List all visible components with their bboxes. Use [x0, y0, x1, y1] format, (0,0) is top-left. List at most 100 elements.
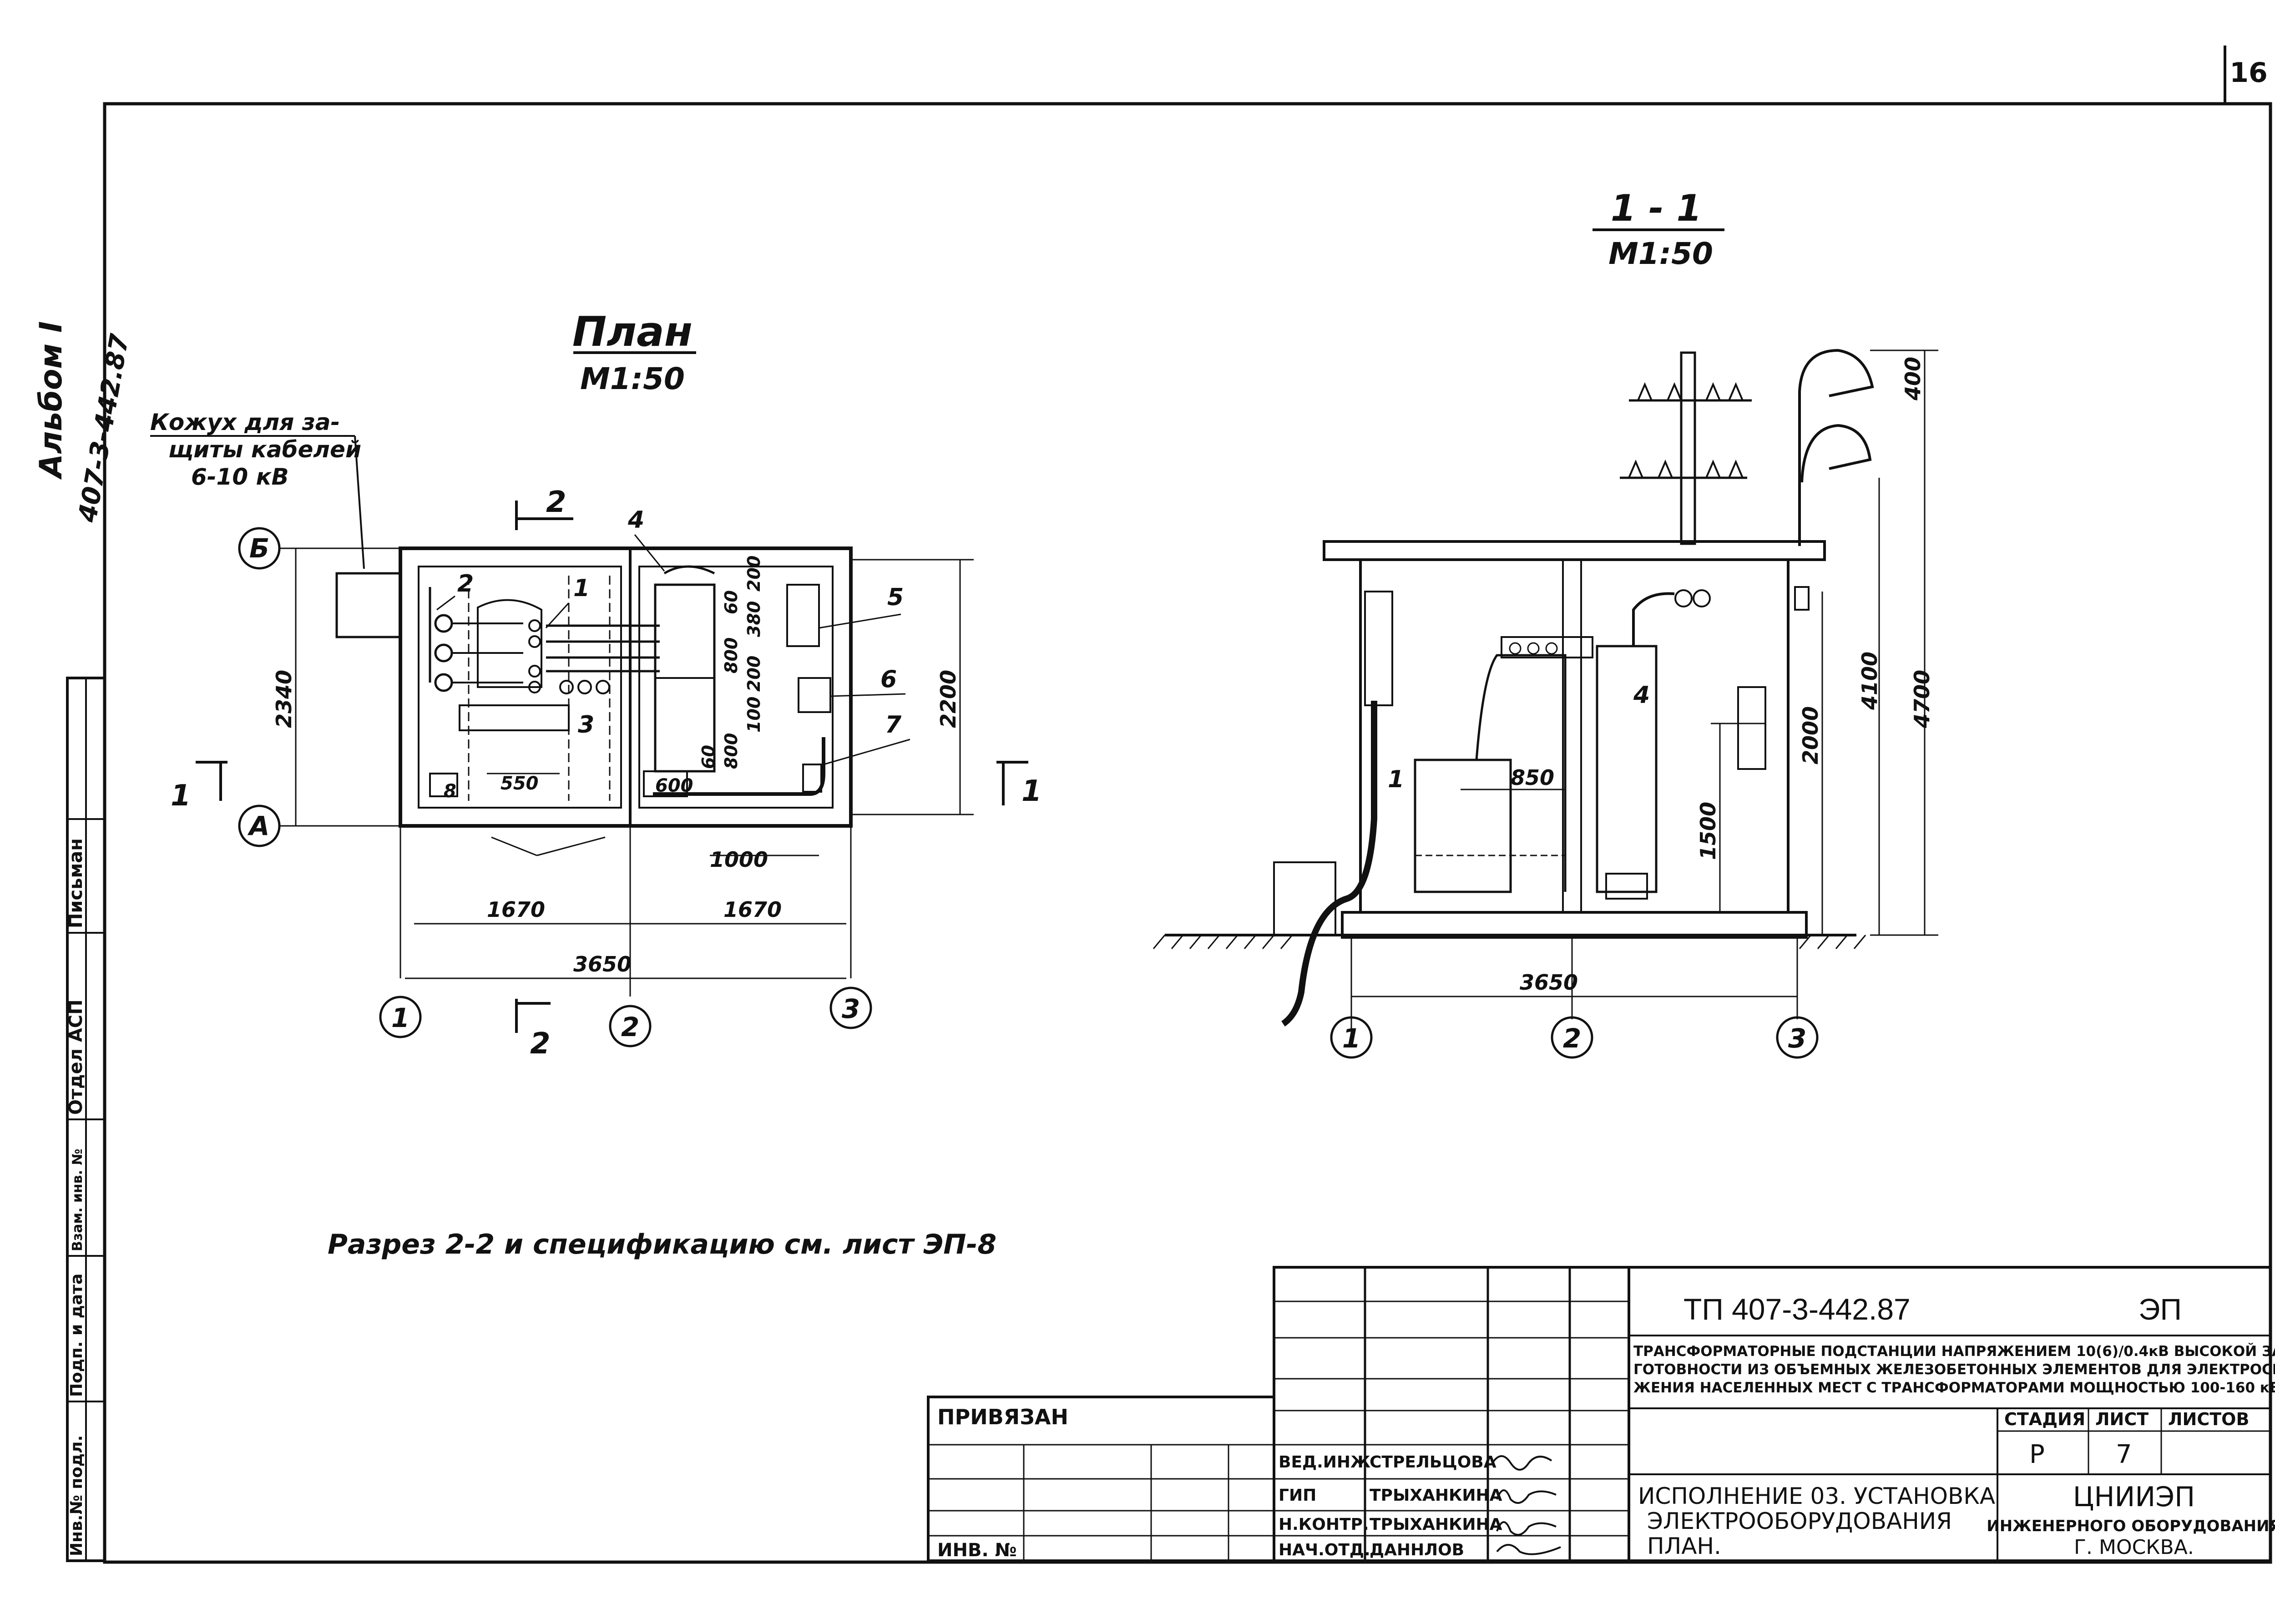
- sheet-note: Разрез 2-2 и спецификацию см. лист ЭП-8: [328, 1229, 996, 1260]
- callout-1: 1: [573, 575, 590, 602]
- stamp-sign: Подп. и дата: [67, 1274, 86, 1397]
- cable-casing: [335, 572, 402, 638]
- section-axis-1: 1: [1342, 1023, 1360, 1054]
- org-city: Г. МОСКВА.: [2074, 1536, 2194, 1559]
- dim-2340: 2340: [272, 670, 296, 728]
- section-axis-3: 3: [1788, 1023, 1806, 1054]
- dim-3650-plan: 3650: [573, 952, 632, 976]
- callout-8: 8: [444, 781, 456, 802]
- casing-note-3: 6-10 кВ: [191, 464, 289, 490]
- stamp-inv: Инв.№ подл.: [67, 1435, 86, 1556]
- callout-4: 4: [627, 506, 644, 534]
- dim-3650-section: 3650: [1520, 970, 1578, 995]
- plan-view: План М1:50 Кожух для за- щиты кабелей 6-…: [150, 308, 1042, 1061]
- callout-2: 2: [457, 570, 474, 597]
- dim-600: 600: [655, 775, 693, 796]
- section-mark-1-right: 1: [1021, 774, 1042, 808]
- stage-value: Р: [2029, 1440, 2045, 1469]
- plan-axis-3: 3: [842, 993, 860, 1024]
- dim-200-mid: 200: [744, 656, 764, 692]
- section-view: 1 - 1 М1:50: [1153, 187, 1938, 1059]
- staff-name-3: ТРЫХАНКИНА: [1370, 1515, 1502, 1534]
- album-label: Альбом I 407-3-442.87: [33, 321, 135, 525]
- dim-1500: 1500: [1696, 802, 1720, 860]
- title-block: ПРИВЯЗАН ИНВ. № ВЕД.ИНЖ СТРЕЛЬЦОВА ГИП Т…: [927, 1266, 2275, 1562]
- plan-title: План: [572, 308, 693, 356]
- stamp-replace: Взам. инв. №: [70, 1148, 86, 1251]
- org-subtitle: ИНЖЕНЕРНОГО ОБОРУДОВАНИЯ: [1987, 1517, 2275, 1535]
- callout-3: 3: [578, 711, 594, 739]
- dim-4100: 4100: [1857, 652, 1882, 710]
- staff-role-1: ВЕД.ИНЖ: [1279, 1453, 1370, 1472]
- casing-note-1: Кожух для за-: [150, 409, 340, 435]
- signature-4: [1496, 1544, 1561, 1555]
- staff-role-3: Н.КОНТР.: [1279, 1515, 1369, 1534]
- signature-3: [1496, 1521, 1557, 1536]
- section-title: 1 - 1: [1611, 187, 1702, 229]
- stamp-name: Письман: [66, 838, 86, 928]
- dim-2200: 2200: [936, 670, 961, 728]
- album-code: 407-3-442.87: [73, 332, 135, 525]
- section-scale: М1:50: [1608, 236, 1713, 271]
- plan-axis-2: 2: [621, 1012, 639, 1042]
- dim-1670-right: 1670: [723, 897, 782, 922]
- dim-200-top: 200: [744, 556, 764, 592]
- sheet-type: ЭП: [2138, 1292, 2182, 1326]
- section-axis-2: 2: [1563, 1023, 1581, 1054]
- staff-name-1: СТРЕЛЬЦОВА: [1370, 1453, 1496, 1472]
- dim-60-top: 60: [721, 590, 741, 614]
- plan-axis-1: 1: [391, 1002, 410, 1033]
- callout-7: 7: [885, 711, 902, 739]
- staff-role-4: НАЧ.ОТД.: [1279, 1541, 1370, 1559]
- drawing-name-1: ИСПОЛНЕНИЕ 03. УСТАНОВКА: [1638, 1483, 1995, 1509]
- description-3: ЖЕНИЯ НАСЕЛЕННЫХ МЕСТ С ТРАНСФОРМАТОРАМИ…: [1633, 1380, 2275, 1396]
- staff-name-2: ТРЫХАНКИНА: [1370, 1486, 1502, 1505]
- dim-2000: 2000: [1798, 706, 1823, 764]
- section-mark-1-left: 1: [171, 779, 191, 813]
- dim-4700: 4700: [1910, 670, 1934, 729]
- project-code: ТП 407-3-442.87: [1684, 1292, 1911, 1326]
- axis-a: А: [248, 810, 270, 841]
- page-number-box: 16: [2224, 46, 2268, 104]
- dim-850: 850: [1511, 765, 1554, 790]
- dim-550: 550: [500, 773, 539, 794]
- section-mark-2-bottom: 2: [530, 1027, 551, 1061]
- left-stamp: Отдел АСП Письман Инв.№ подл. Подп. и да…: [66, 677, 106, 1562]
- inv-label: ИНВ. №: [937, 1540, 1017, 1561]
- dim-100: 100: [744, 697, 764, 733]
- sheets-label: ЛИСТОВ: [2168, 1409, 2249, 1429]
- description-1: ТРАНСФОРМАТОРНЫЕ ПОДСТАНЦИИ НАПРЯЖЕНИЕМ …: [1633, 1343, 2275, 1360]
- description-2: ГОТОВНОСТИ ИЗ ОБЪЕМНЫХ ЖЕЛЕЗОБЕТОННЫХ ЭЛ…: [1633, 1361, 2275, 1378]
- bound-label: ПРИВЯЗАН: [937, 1405, 1068, 1429]
- dim-800-top: 800: [721, 637, 741, 673]
- staff-name-4: ДАННЛОВ: [1370, 1541, 1464, 1559]
- org-name: ЦНИИЭП: [2073, 1481, 2195, 1513]
- drawing-name-3: ПЛАН.: [1647, 1533, 1721, 1559]
- section-callout-1: 1: [1388, 766, 1404, 793]
- sheet-label: ЛИСТ: [2095, 1409, 2149, 1429]
- stage-label: СТАДИЯ: [2004, 1409, 2085, 1429]
- drawing-name-2: ЭЛЕКТРООБОРУДОВАНИЯ: [1647, 1508, 1952, 1534]
- dim-1670-left: 1670: [487, 897, 545, 922]
- plan-building: [399, 546, 853, 828]
- dim-380: 380: [744, 601, 764, 637]
- dim-400: 400: [1901, 357, 1925, 401]
- stamp-dept: Отдел АСП: [66, 999, 86, 1115]
- sheet-number: 7: [2116, 1440, 2132, 1469]
- album-title: Альбом I: [33, 321, 69, 480]
- signature-2: [1496, 1489, 1557, 1504]
- section-callout-4: 4: [1633, 682, 1650, 709]
- casing-note-2: щиты кабелей: [168, 436, 361, 463]
- axis-b: Б: [249, 533, 269, 564]
- section-mark-2-top: 2: [546, 486, 566, 519]
- plan-scale: М1:50: [580, 361, 685, 396]
- staff-role-2: ГИП: [1279, 1486, 1316, 1505]
- dim-800-bottom: 800: [721, 733, 741, 769]
- page-number: 16: [2230, 57, 2268, 89]
- callout-6: 6: [880, 666, 897, 693]
- callout-5: 5: [887, 584, 904, 611]
- dim-60-bottom: 60: [698, 745, 718, 769]
- dim-1000: 1000: [710, 847, 768, 872]
- signature-1: [1491, 1455, 1552, 1471]
